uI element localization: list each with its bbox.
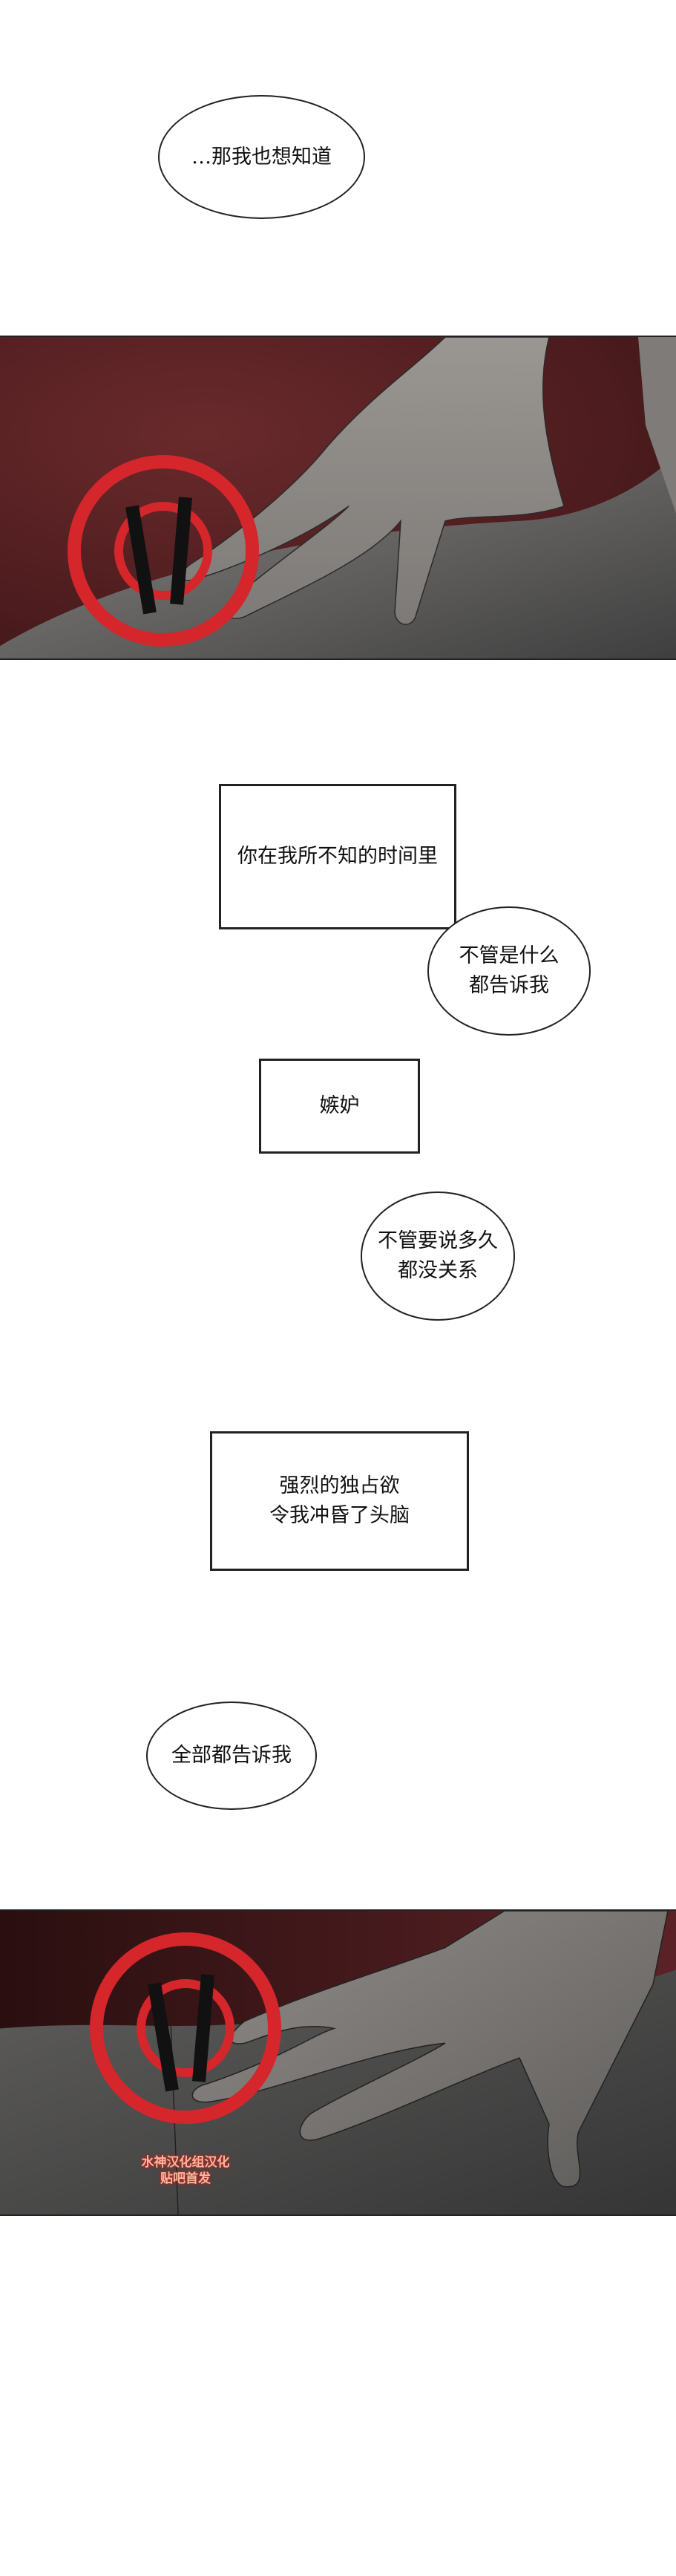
panel-hand-1: 水神汉化组汉化 贴吧首发 xyxy=(0,336,676,660)
watermark-logo-icon xyxy=(68,455,259,647)
bubble-text: 不管要说多久 xyxy=(378,1229,498,1252)
speech-bubble-4: 全部都告诉我 xyxy=(146,1701,317,1810)
speech-bubble-1: …那我也想知道 xyxy=(158,95,365,219)
caption-box-3: 强烈的独占欲 令我冲昏了头脑 xyxy=(210,1431,469,1571)
hand-illustration xyxy=(0,1911,676,2214)
hand-illustration xyxy=(0,337,676,658)
caption-text: 令我冲昏了头脑 xyxy=(269,1504,410,1527)
watermark-logo-icon xyxy=(90,1932,281,2124)
bubble-text: …那我也想知道 xyxy=(191,145,332,169)
caption-text: 嫉妒 xyxy=(319,1094,360,1117)
bubble-text: 都告诉我 xyxy=(469,974,549,997)
caption-box-2: 嫉妒 xyxy=(259,1059,420,1154)
watermark-line-2: 贴吧首发 xyxy=(160,2171,211,2186)
watermark: 水神汉化组汉化 贴吧首发 xyxy=(52,426,275,658)
caption-text: 强烈的独占欲 xyxy=(279,1474,400,1497)
watermark-line-1: 水神汉化组汉化 xyxy=(141,2155,230,2170)
speech-bubble-2: 不管是什么 都告诉我 xyxy=(427,906,591,1036)
caption-text: 你在我所不知的时间里 xyxy=(237,845,438,868)
bubble-text: 全部都告诉我 xyxy=(171,1744,292,1767)
watermark: 水神汉化组汉化 贴吧首发 xyxy=(74,1911,297,2187)
bubble-text: 都没关系 xyxy=(398,1259,478,1282)
speech-bubble-3: 不管要说多久 都没关系 xyxy=(361,1191,515,1321)
caption-box-1: 你在我所不知的时间里 xyxy=(219,784,456,929)
panel-hand-2: 水神汉化组汉化 贴吧首发 xyxy=(0,1909,676,2216)
bubble-text: 不管是什么 xyxy=(459,944,559,967)
